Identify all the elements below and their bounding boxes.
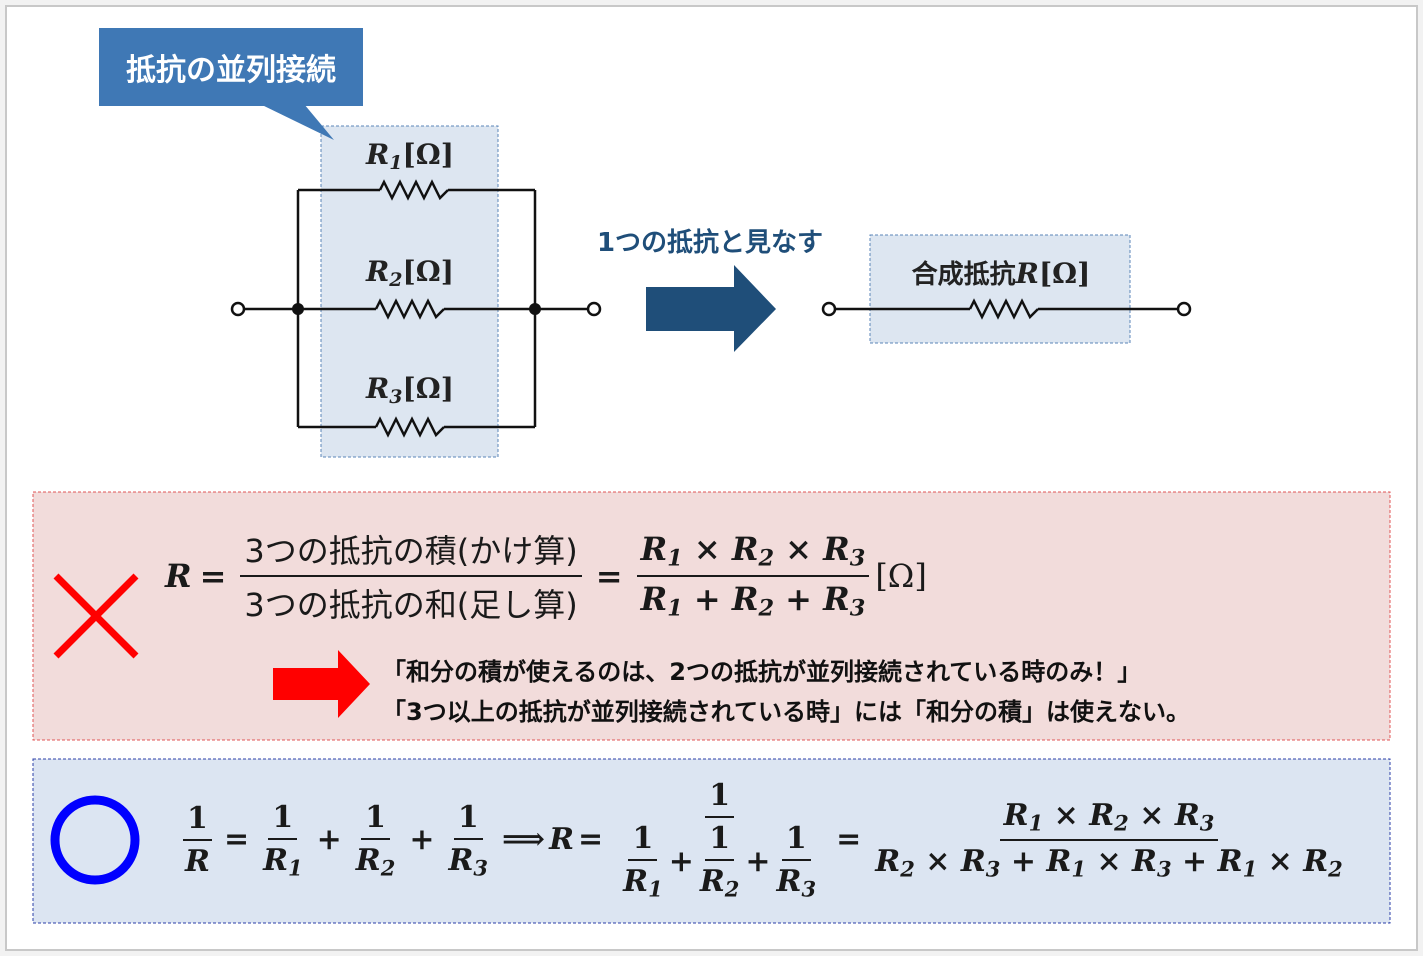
cross-icon [53, 573, 139, 659]
product-text: 3つの抵抗の積(かけ算) [240, 526, 582, 577]
resistor-label-r1: R1[Ω] [366, 138, 454, 174]
resistor-highlight [320, 125, 499, 458]
sum-text: 3つの抵抗の和(足し算) [244, 586, 578, 624]
arrow-caption: 1つの抵抗と見なす [596, 228, 824, 258]
correct-formula-box [32, 758, 1391, 924]
parallel-circuit [244, 179, 588, 438]
symbol-fraction: R1 × R2 × R3 R1 + R2 + R3 [636, 530, 870, 622]
circle-icon [50, 795, 140, 885]
terminal-right [586, 301, 602, 317]
sum-expression: R1 + R2 + R3 [640, 580, 866, 622]
note-arrow-icon [273, 650, 370, 718]
combined-resistance-label: 合成抵抗R[Ω] [911, 257, 1091, 290]
product-expression: R1 × R2 × R3 [636, 530, 870, 577]
callout-bubble [99, 28, 363, 140]
formula-lhs: R [165, 557, 192, 595]
note-line-2: 「3つ以上の抵抗が並列接続されている時」には「和分の積」は使えない。 [382, 698, 1190, 726]
resistor-label-r3: R3[Ω] [366, 372, 454, 408]
note-line-1: 「和分の積が使えるのは、2つの抵抗が並列接続されている時のみ！」 [382, 658, 1142, 686]
formula-unit: [Ω] [875, 557, 927, 595]
combined-highlight [869, 234, 1131, 344]
callout-title: 抵抗の並列接続 [126, 53, 336, 88]
product-over-sum-fraction: R1 × R2 × R3 R2 × R3 + R1 × R3 + R1 × R2 [875, 798, 1343, 881]
combined-terminal-left [821, 301, 837, 317]
wrong-formula-box [32, 491, 1391, 741]
text-fraction: 3つの抵抗の積(かけ算) 3つの抵抗の和(足し算) [240, 526, 582, 626]
combined-circuit [835, 298, 1178, 320]
terminal-left [230, 301, 246, 317]
equivalence-arrow-icon [646, 265, 776, 352]
junction-right [529, 303, 541, 315]
wrong-formula: R = 3つの抵抗の積(かけ算) 3つの抵抗の和(足し算) = R1 × R2 … [165, 526, 927, 626]
combined-terminal-right [1176, 301, 1192, 317]
resistor-label-r2: R2[Ω] [366, 255, 454, 291]
junction-left [292, 303, 304, 315]
